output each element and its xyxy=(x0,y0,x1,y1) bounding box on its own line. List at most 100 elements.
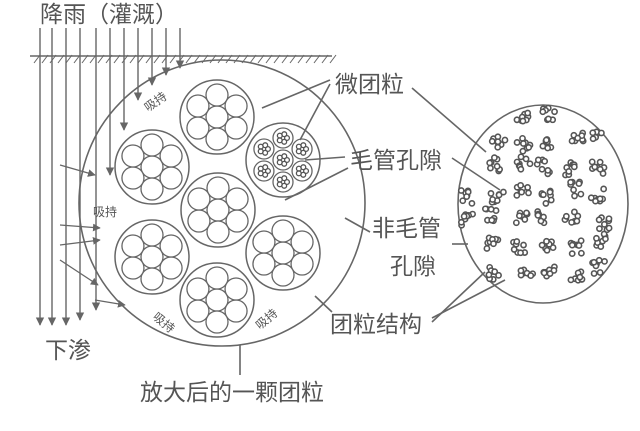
ground-hatch xyxy=(209,54,217,64)
aggregate-particle xyxy=(501,136,509,144)
aggregate-particle xyxy=(517,249,524,257)
ground-hatch xyxy=(153,54,161,64)
aggregate-particle xyxy=(590,258,598,266)
aggregate-structure-label: 团粒结构 xyxy=(330,312,422,338)
ground-hatch xyxy=(161,54,169,64)
aggregate-particle xyxy=(546,270,554,278)
aggregate-particle xyxy=(538,241,546,249)
soil-particle xyxy=(272,171,294,193)
aggregate-particle xyxy=(457,187,465,194)
soil-particle xyxy=(140,267,164,291)
soil-particle xyxy=(159,256,183,280)
ground-hatch xyxy=(297,54,305,64)
ground-hatch xyxy=(185,54,193,64)
aggregate-particle xyxy=(546,188,554,196)
fine-particle xyxy=(300,142,307,149)
aggregate-particle xyxy=(517,181,525,189)
soil-particle xyxy=(271,219,295,243)
soil-particle xyxy=(271,263,295,287)
ground-hatch xyxy=(273,54,281,64)
aggregate-particle xyxy=(593,234,600,242)
ground-hatch xyxy=(169,54,177,64)
aggregate-particle xyxy=(570,186,577,194)
aggregate-particle xyxy=(527,272,535,279)
soil-particle xyxy=(225,187,249,211)
aggregate-particle xyxy=(515,212,523,220)
aggregate-particle xyxy=(542,136,550,144)
aggregate-particle xyxy=(567,276,575,284)
soil-particle xyxy=(140,155,164,179)
aggregate-particle xyxy=(588,158,596,166)
fine-particle xyxy=(300,164,307,171)
soil-particle xyxy=(121,256,145,280)
aggregate-particle xyxy=(537,217,545,225)
infiltration-label: 下渗 xyxy=(45,338,91,364)
fine-particle xyxy=(262,164,269,171)
ground-hatch xyxy=(113,54,121,64)
aggregate-particle xyxy=(596,269,604,276)
leader-lines xyxy=(239,79,506,375)
aggregate-particle xyxy=(519,117,527,125)
aggregate-particle xyxy=(486,159,494,167)
enlarged-aggregate-circle xyxy=(78,59,366,347)
aggregate-particle xyxy=(587,194,595,202)
aggregate-particle xyxy=(460,212,468,220)
aggregate-particle xyxy=(494,138,502,146)
ground-hatch xyxy=(121,54,129,64)
aggregate-particle xyxy=(513,238,521,245)
aggregate-particle xyxy=(481,205,489,213)
soil-particle xyxy=(206,198,230,222)
aggregate-particle xyxy=(577,237,585,245)
aggregate-particle xyxy=(519,147,527,155)
aggregate-particle xyxy=(540,191,547,199)
aggregate-particle xyxy=(463,193,471,201)
aggregate-particle xyxy=(605,224,613,232)
soil-particle xyxy=(140,223,164,247)
aggregate-particle xyxy=(600,220,608,228)
adsorption-label: 吸持 xyxy=(150,309,178,336)
aggregate-particle xyxy=(597,243,605,250)
aggregate-particle xyxy=(488,216,496,224)
aggregate-particle xyxy=(495,271,502,279)
aggregate-particle xyxy=(491,268,499,276)
aggregate-particle xyxy=(574,134,582,142)
aggregate-particle xyxy=(512,219,520,227)
soil-particle xyxy=(186,299,210,323)
ground-hatch xyxy=(129,54,137,64)
aggregate-particle xyxy=(595,256,603,264)
soil-particle xyxy=(186,94,210,118)
aggregate-particle xyxy=(562,212,570,220)
soil-particle xyxy=(206,176,230,200)
soil-particle xyxy=(272,127,294,149)
aggregate-particle xyxy=(542,200,550,207)
soil-particle xyxy=(205,105,229,129)
ground-hatch xyxy=(233,54,241,64)
aggregate-particle xyxy=(598,129,605,137)
aggregate-particle xyxy=(596,195,604,203)
aggregate-particle xyxy=(540,269,548,277)
ground-hatch xyxy=(49,54,57,64)
aggregate-particle xyxy=(571,192,578,200)
soil-particle xyxy=(205,83,229,107)
aggregate-particle xyxy=(517,267,525,275)
aggregate-particle xyxy=(565,168,573,175)
soil-particle xyxy=(205,310,229,334)
aggregate-particle xyxy=(534,156,542,164)
ground-hatch xyxy=(281,54,289,64)
aggregate-particle xyxy=(525,189,532,197)
aggregate-particle xyxy=(602,235,609,243)
ground-hatch xyxy=(145,54,153,64)
aggregate-particle xyxy=(551,108,558,116)
aggregate-particle xyxy=(487,190,495,197)
ground-hatch xyxy=(137,54,145,64)
aggregate-particle xyxy=(487,205,495,213)
aggregate-particle xyxy=(491,154,498,162)
ground-hatch xyxy=(321,54,329,64)
aggregate-particle xyxy=(518,188,526,196)
aggregate-particle xyxy=(568,137,576,145)
ground-hatch xyxy=(57,54,65,64)
aggregate-particle xyxy=(534,211,542,219)
ground-hatch xyxy=(265,54,273,64)
soil-particle xyxy=(253,138,275,160)
